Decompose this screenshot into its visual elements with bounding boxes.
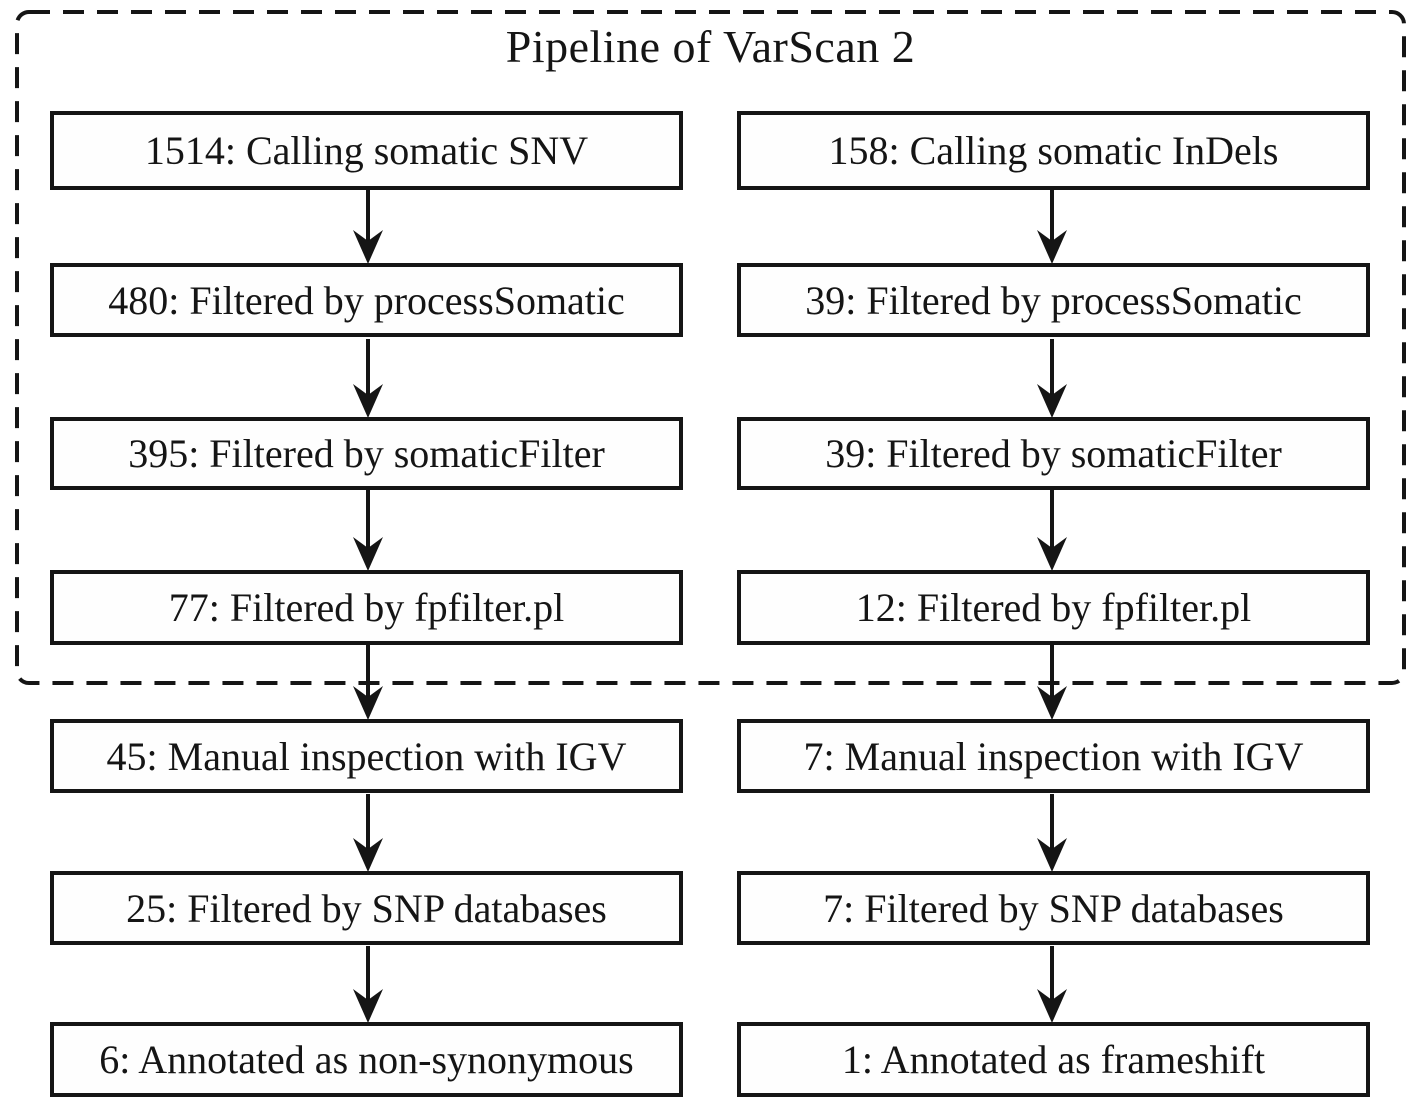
flow-step-box: 7: Filtered by SNP databases bbox=[737, 871, 1370, 945]
flow-step-box: 39: Filtered by processSomatic bbox=[737, 263, 1370, 337]
flow-step-box: 45: Manual inspection with IGV bbox=[50, 719, 683, 793]
flow-step-box: 77: Filtered by fpfilter.pl bbox=[50, 570, 683, 645]
flow-arrow bbox=[1037, 339, 1067, 418]
flow-step-box: 395: Filtered by somaticFilter bbox=[50, 417, 683, 490]
flow-step-box: 25: Filtered by SNP databases bbox=[50, 871, 683, 945]
flow-step-box: 6: Annotated as non-synonymous bbox=[50, 1022, 683, 1097]
flow-step-box: 12: Filtered by fpfilter.pl bbox=[737, 570, 1370, 645]
flow-arrow bbox=[1037, 490, 1067, 571]
flow-arrow bbox=[1037, 190, 1067, 264]
flow-arrow bbox=[353, 645, 383, 720]
flow-arrow bbox=[353, 794, 383, 872]
flow-step-box: 7: Manual inspection with IGV bbox=[737, 719, 1370, 793]
flow-arrow bbox=[1037, 794, 1067, 872]
flow-arrow bbox=[1037, 645, 1067, 720]
flow-step-box: 1514: Calling somatic SNV bbox=[50, 111, 683, 190]
pipeline-boundary bbox=[15, 10, 1406, 685]
flow-arrow bbox=[353, 490, 383, 571]
pipeline-title: Pipeline of VarScan 2 bbox=[505, 21, 916, 72]
flow-step-box: 158: Calling somatic InDels bbox=[737, 111, 1370, 190]
flow-step-box: 1: Annotated as frameshift bbox=[737, 1022, 1370, 1097]
flow-arrow bbox=[353, 339, 383, 418]
flow-step-box: 39: Filtered by somaticFilter bbox=[737, 417, 1370, 490]
flow-arrow bbox=[353, 190, 383, 264]
flow-step-box: 480: Filtered by processSomatic bbox=[50, 263, 683, 337]
flow-arrow bbox=[1037, 946, 1067, 1023]
flow-arrow bbox=[353, 946, 383, 1023]
